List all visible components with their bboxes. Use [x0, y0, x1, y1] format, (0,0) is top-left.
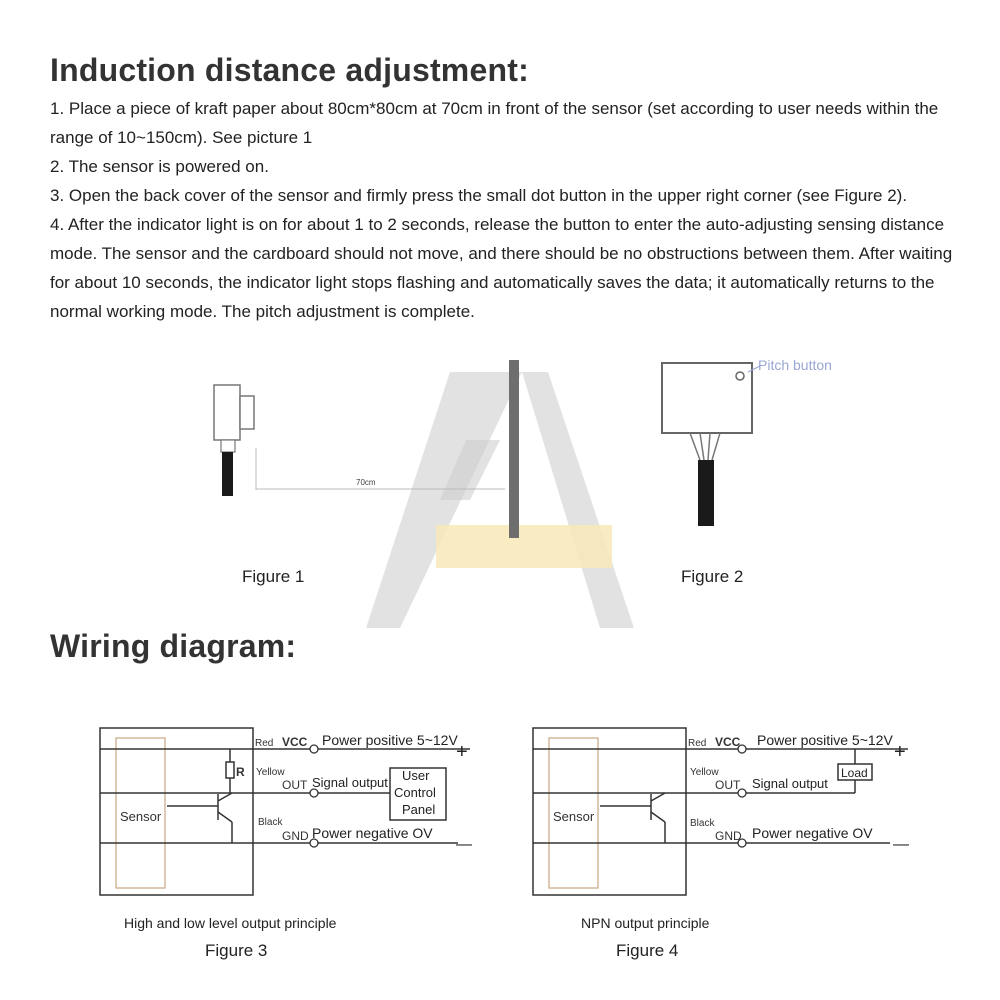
- fig4-black-label: Black: [690, 818, 715, 829]
- fig4-sensor-label: Sensor: [553, 809, 595, 824]
- sensor-side-view: [213, 384, 255, 496]
- fig4-yellow-label: Yellow: [690, 767, 719, 778]
- fig3-red-label: Red: [255, 738, 273, 749]
- fig3-signal-output: Signal output: [312, 775, 388, 790]
- step-2: 2. The sensor is powered on.: [50, 157, 269, 176]
- fig3-out-label: OUT: [282, 778, 308, 792]
- user-control-panel-box: [389, 767, 447, 821]
- fig3-panel-line-2: Control: [394, 785, 436, 800]
- fig3-resistor-label: R: [236, 765, 245, 779]
- figure-3-subtitle: High and low level output principle: [124, 915, 337, 931]
- instruction-steps: 1. Place a piece of kraft paper about 80…: [50, 94, 965, 326]
- fig3-black-label: Black: [258, 817, 283, 828]
- fig3-panel-line-3: Panel: [402, 802, 435, 817]
- section-title-induction: Induction distance adjustment:: [50, 52, 529, 88]
- step-3: 3. Open the back cover of the sensor and…: [50, 186, 908, 205]
- kraft-paper-board: [509, 360, 519, 538]
- step-4: 4. After the indicator light is on for a…: [50, 215, 953, 321]
- pitch-button-label: Pitch button: [758, 357, 832, 373]
- fig3-plus-sign: +: [456, 741, 468, 763]
- figure-4-caption: Figure 4: [616, 941, 679, 960]
- fig4-signal-output: Signal output: [752, 776, 828, 791]
- fig3-power-negative: Power negative OV: [312, 825, 433, 841]
- distance-label: 70cm: [356, 478, 376, 487]
- fig4-power-positive: Power positive 5~12V: [757, 732, 893, 748]
- load-box: [837, 763, 873, 781]
- fig3-panel-line-1: User: [402, 768, 430, 783]
- fig4-vcc-label: VCC: [715, 735, 741, 749]
- fig4-power-negative: Power negative OV: [752, 825, 873, 841]
- fig3-power-positive: Power positive 5~12V: [322, 732, 458, 748]
- fig3-minus-sign: —: [456, 836, 472, 853]
- pitch-button-dot: [735, 371, 745, 381]
- fig3-vcc-label: VCC: [282, 735, 308, 749]
- fig3-yellow-label: Yellow: [256, 767, 285, 778]
- fig4-red-label: Red: [688, 738, 706, 749]
- figure-3-caption: Figure 3: [205, 941, 268, 960]
- fig3-sensor-label: Sensor: [120, 809, 162, 824]
- fig4-gnd-label: GND: [715, 829, 742, 843]
- fig3-gnd-label: GND: [282, 829, 309, 843]
- fig4-load-label: Load: [841, 766, 868, 780]
- figure-2-caption: Figure 2: [681, 567, 744, 586]
- step-1: 1. Place a piece of kraft paper about 80…: [50, 99, 939, 147]
- fig4-plus-sign: +: [894, 741, 906, 763]
- fig4-out-label: OUT: [715, 778, 741, 792]
- section-title-wiring: Wiring diagram:: [50, 628, 297, 664]
- figure-4-subtitle: NPN output principle: [581, 915, 710, 931]
- figure-1-caption: Figure 1: [242, 567, 305, 586]
- fig4-minus-sign: —: [893, 836, 909, 853]
